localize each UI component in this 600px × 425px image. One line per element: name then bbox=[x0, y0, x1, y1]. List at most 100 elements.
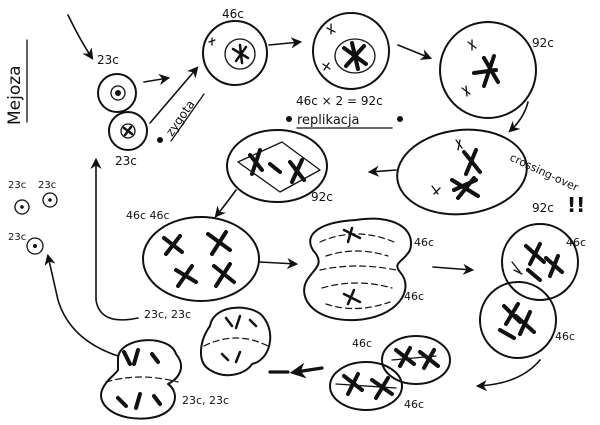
right-pair-top-centrosome bbox=[511, 261, 523, 275]
fertilization: 23c 23c zygota bbox=[97, 53, 205, 168]
second-pair-bottom-spindle bbox=[335, 383, 397, 389]
sperm-cell bbox=[97, 73, 137, 113]
dividing-bottom-label: 46c bbox=[404, 290, 424, 303]
zygote-nucleus bbox=[224, 38, 256, 70]
arrow-to-split bbox=[214, 189, 237, 218]
crossing-centrosome-bottom bbox=[431, 185, 441, 195]
prophase-centrosome-bottom bbox=[461, 85, 471, 97]
arrow-to-prophase bbox=[397, 44, 433, 60]
right-pair-top-label: 46c bbox=[566, 236, 586, 249]
zygote-cell-group: 46c bbox=[202, 7, 303, 86]
small-cell-c-nucleus bbox=[33, 244, 37, 248]
sperm-nucleus bbox=[110, 85, 126, 101]
arrow-to-zygote bbox=[149, 66, 199, 124]
second-pair-group: 46c 46c bbox=[289, 335, 451, 411]
split-label: 46c 46c bbox=[126, 209, 170, 222]
dividing-top-label: 46c bbox=[414, 236, 434, 249]
gamete-pair-upper-label: 23c, 23c bbox=[144, 308, 191, 321]
gamete-pair-lower-label: 23c, 23c bbox=[182, 394, 229, 407]
gamete-pair-upper-group: 23c, 23c bbox=[144, 306, 290, 377]
crossing-cell-group: crossing-over !! 92c bbox=[367, 128, 585, 217]
small-cell-b-nucleus bbox=[48, 198, 52, 202]
crossing-cell bbox=[396, 128, 528, 216]
prophase-chromosomes bbox=[472, 54, 500, 88]
crossing-centrosome-top bbox=[455, 139, 463, 151]
bold-arrow-to-gametes bbox=[289, 362, 324, 379]
arrow-to-dividing bbox=[259, 257, 299, 270]
dividing-bottom-nucleus-a bbox=[321, 282, 393, 289]
return-arrow-to-small-cells bbox=[44, 253, 119, 357]
second-pair-top-chromosomes bbox=[394, 346, 440, 370]
egg-label: 23c bbox=[115, 154, 137, 168]
replication-formula: 46c × 2 = 92c bbox=[296, 94, 383, 108]
egg-cell bbox=[108, 111, 148, 151]
title-group: Mejoza bbox=[5, 39, 28, 125]
spindle-c-label: 92c bbox=[311, 190, 333, 204]
spindle-chromosomes bbox=[248, 148, 306, 184]
zygote-chromatin bbox=[231, 43, 250, 65]
prophase-centrosome-top bbox=[467, 39, 477, 51]
right-pair-top-cell bbox=[501, 223, 579, 301]
prophase-c-label: 92c bbox=[532, 36, 554, 50]
zygote-underline bbox=[170, 93, 205, 142]
dividing-bottom-nucleus-b bbox=[325, 301, 391, 310]
dividing-chromosomes bbox=[342, 226, 362, 306]
gamete-pair-upper-chromosomes bbox=[220, 314, 258, 364]
small-cell-label-a: 23c bbox=[8, 180, 26, 191]
spindle-cell-group: 92c bbox=[214, 129, 333, 218]
replication-bullet-right bbox=[397, 116, 403, 122]
replication-centrosome-bottom bbox=[322, 62, 331, 71]
right-pair-bottom-label: 46c bbox=[555, 330, 575, 343]
sperm-chromatin bbox=[115, 90, 121, 96]
spindle-cell bbox=[226, 129, 328, 203]
dividing-cell-group: 46c 46c bbox=[303, 217, 475, 322]
gamete-pair-lower-chromosomes bbox=[116, 348, 162, 410]
prophase-cell bbox=[439, 21, 537, 119]
zygote-cell bbox=[202, 20, 268, 86]
right-pair-bottom-chromosomes bbox=[498, 302, 536, 340]
crossing-exclaim: !! bbox=[567, 193, 585, 217]
split-cell-group: 46c 46c bbox=[126, 209, 299, 302]
dividing-furrow bbox=[319, 265, 397, 271]
small-cell-c bbox=[26, 237, 44, 255]
dividing-top-nucleus-b bbox=[325, 250, 389, 257]
second-pair-bottom-label: 46c bbox=[404, 398, 424, 411]
second-pair-bottom-cell bbox=[329, 361, 403, 411]
egg-nucleus bbox=[120, 123, 136, 139]
split-chromosomes bbox=[162, 230, 236, 288]
arrow-to-spindle bbox=[367, 165, 397, 177]
small-cell-label-c: 23c bbox=[8, 232, 26, 243]
second-pair-bottom-chromosomes bbox=[342, 372, 394, 400]
right-pair-bottom-cell bbox=[479, 281, 557, 359]
small-cell-a-nucleus bbox=[20, 205, 24, 209]
small-cell-b bbox=[42, 192, 58, 208]
arrow-to-pair bbox=[432, 263, 475, 275]
title: Mejoza bbox=[5, 65, 25, 125]
arrow-to-center bbox=[143, 73, 171, 85]
arrow-to-replication bbox=[268, 37, 303, 49]
replication-nucleus bbox=[334, 38, 376, 74]
replication-chromatin bbox=[342, 41, 368, 71]
spindle-fibers bbox=[237, 141, 321, 193]
small-cell-label-b: 23c bbox=[38, 180, 56, 191]
split-cell bbox=[142, 216, 260, 302]
arrow-to-crossing bbox=[508, 101, 529, 133]
sperm-label: 23c bbox=[97, 53, 119, 67]
dividing-cell bbox=[303, 217, 413, 322]
replication-cell bbox=[312, 12, 390, 90]
gamete-pair-lower-furrow bbox=[105, 376, 179, 383]
zygote-centrosome bbox=[208, 37, 216, 46]
crossing-chromosomes bbox=[450, 148, 482, 200]
gamete-pair-upper-cell bbox=[200, 306, 272, 377]
zygote-bullet bbox=[157, 137, 163, 143]
arrow-to-second-pair bbox=[475, 359, 541, 392]
replication-label: replikacja bbox=[297, 113, 360, 128]
right-pair-top-chromosomes bbox=[524, 242, 564, 282]
second-pair-top-spindle bbox=[391, 355, 437, 361]
second-pair-top-cell bbox=[381, 335, 451, 385]
egg-chromatin bbox=[122, 125, 134, 137]
small-cells: 23c 23c 23c bbox=[8, 180, 58, 255]
gamete-pair-lower-group: 23c, 23c bbox=[100, 339, 229, 420]
crossing-c-label: 92c bbox=[532, 201, 554, 215]
